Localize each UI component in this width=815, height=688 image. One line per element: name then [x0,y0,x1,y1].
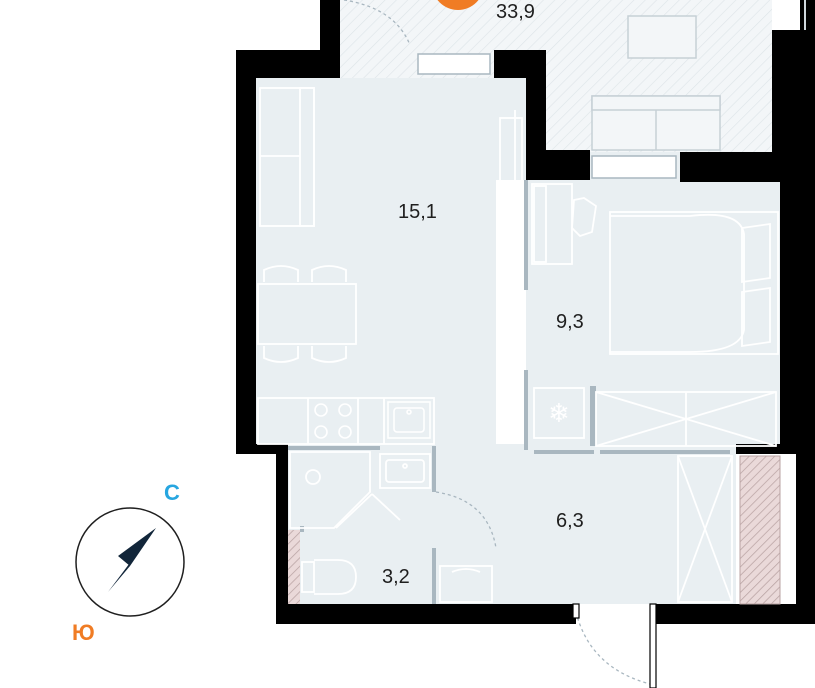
bathroom-sink [379,453,431,489]
entrance-door [572,603,657,688]
terrace-table [627,15,697,59]
window-terrace-living [417,53,491,75]
terrace-sofa [591,95,721,151]
ventilation-shaft [739,455,781,605]
compass-south-label: Ю [72,620,95,645]
partitions [288,180,730,604]
kitchen-sink [387,401,431,439]
bathroom-shaft [288,530,300,604]
terrace-right-wall-cap [800,0,815,60]
compass-needle [108,528,156,592]
living-sofa [259,87,315,227]
kitchen-counter [257,397,435,445]
windows [417,53,677,179]
window-bedroom-terrace [591,155,677,179]
refrigerator: ❄ [533,387,585,439]
tv-unit [499,110,523,212]
snowflake-icon: ❄ [548,399,570,429]
door-swings [435,491,651,685]
bathroom-door [335,493,401,529]
compass: С Ю [72,480,185,645]
shoe-cabinet [439,565,493,603]
walls [236,0,815,624]
bathroom-area: 3,2 [382,566,410,588]
compass-north-label: С [164,480,180,505]
hall-area: 6,3 [556,510,584,532]
bedroom-area: 9,3 [556,311,584,333]
terrace-area-badge [437,0,479,10]
kitchen-stove [314,403,352,439]
desk [531,183,597,265]
dining-table [257,265,357,363]
hall-wardrobe [677,455,733,603]
living-area: 15,1 [398,201,437,223]
shower [289,451,371,529]
wardrobe [595,391,777,447]
toilet [301,559,357,595]
compass-ring [75,507,185,617]
terrace-area: 33,9 [496,1,535,23]
bed [609,211,779,355]
